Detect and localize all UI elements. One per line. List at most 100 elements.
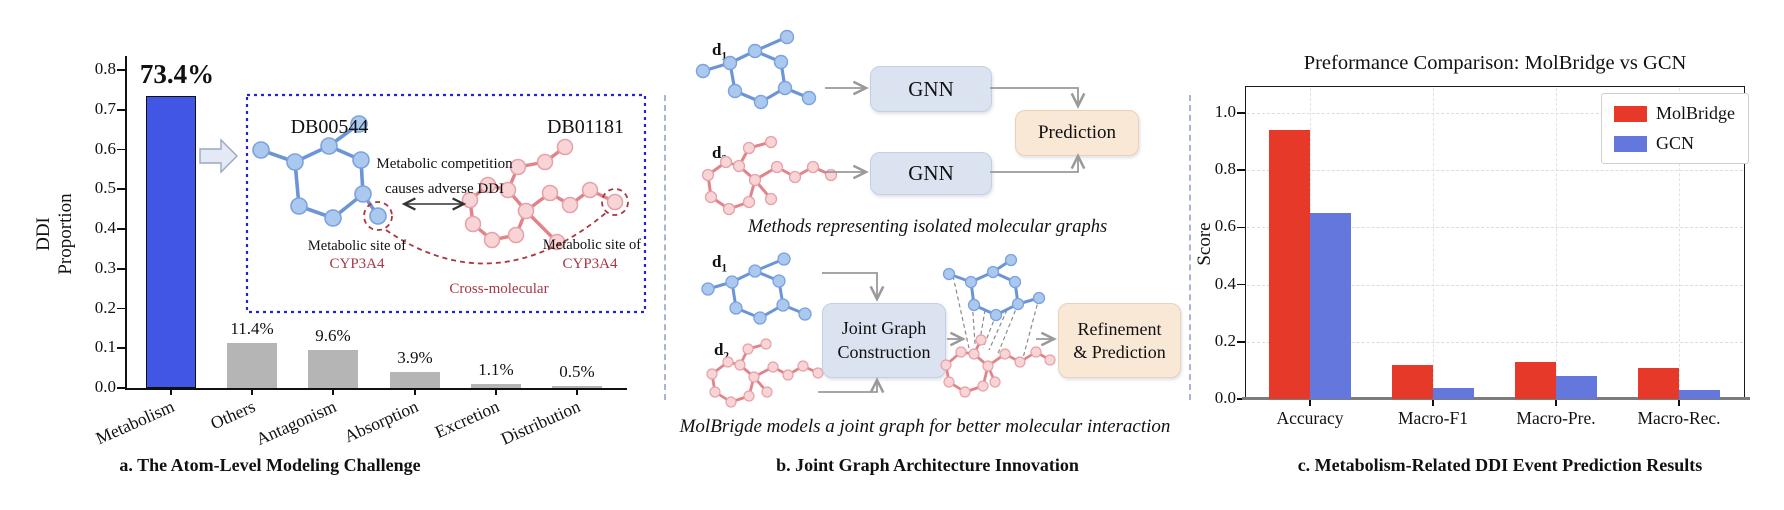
c-ytick-mark — [1237, 341, 1245, 343]
a-y-axis-label: DDI Proportion — [33, 193, 76, 275]
legend-item-gcn: GCN — [1614, 133, 1736, 154]
a-ytick-label: 0.1 — [94, 337, 116, 357]
a-bar-value-label: 1.1% — [478, 359, 514, 379]
c-gridline-v — [1433, 88, 1434, 397]
refinement-prediction-box: Refinement& Prediction — [1058, 303, 1181, 378]
molecule-d1-top — [695, 29, 817, 110]
caption-panel-c: c. Metabolism-Related DDI Event Predicti… — [1297, 455, 1703, 475]
c-gridline-h — [1247, 284, 1743, 286]
competition-text-line1: Metabolic competition — [376, 156, 513, 172]
c-ytick-label: 0.2 — [1214, 330, 1236, 350]
c-xcat-label: Macro-Rec. — [1637, 408, 1721, 428]
molecule-d1-bottom — [701, 252, 812, 325]
c-ytick-label: 0.6 — [1214, 216, 1236, 236]
a-bar-absorption — [390, 372, 440, 388]
a-bar-antagonism — [308, 349, 358, 388]
a-ytick-mark — [117, 188, 125, 191]
a-xtick-mark — [495, 389, 497, 395]
a-ytick-mark — [117, 307, 125, 310]
molecule-d2-bottom — [706, 338, 824, 408]
c-ytick-mark — [1237, 226, 1245, 229]
c-gridline-v — [1556, 88, 1557, 397]
gnn-box-1: GNN — [870, 66, 992, 112]
site2-label: Metabolic site of — [542, 237, 642, 253]
b-top-caption: Methods representing isolated molecular … — [747, 217, 1108, 237]
a-inset-diagram — [245, 93, 647, 314]
a-xtick-mark — [170, 389, 172, 395]
c-bar-gcn-macro-f1 — [1433, 387, 1474, 399]
c-xcat-label: Macro-Pre. — [1516, 408, 1596, 428]
c-ytick-label: 0.0 — [1214, 388, 1236, 407]
d2-label-bottom: d2 — [714, 340, 729, 363]
a-bar-value-label: 0.5% — [559, 362, 595, 381]
c-xcat-label: Accuracy — [1276, 408, 1344, 428]
c-bar-molbridge-macro-pre. — [1515, 361, 1556, 399]
c-xtick-mark — [1678, 400, 1680, 406]
c-gridline-h — [1247, 113, 1743, 114]
c-ytick-mark — [1237, 112, 1245, 114]
d1-label-bottom: d1 — [712, 252, 727, 275]
c-bar-gcn-macro-rec. — [1679, 390, 1720, 399]
c-bar-molbridge-macro-f1 — [1392, 364, 1433, 399]
a-ytick-label: 0.5 — [94, 178, 116, 198]
a-bar-value-label: 3.9% — [397, 348, 433, 368]
c-chart-title: Preformance Comparison: MolBridge vs GCN — [1303, 52, 1687, 74]
a-bar-value-label: 11.4% — [230, 318, 274, 338]
drug1-id: DB00544 — [290, 116, 369, 138]
c-xtick-mark — [1309, 400, 1311, 406]
c-x-axis — [1242, 397, 1750, 400]
a-bar-others — [227, 342, 277, 388]
c-ytick-label: 0.4 — [1214, 273, 1236, 293]
site-circle-2 — [601, 188, 629, 216]
molbridge-label: MolBridge — [1656, 103, 1735, 123]
a-ytick-mark — [117, 69, 125, 71]
c-bar-gcn-accuracy — [1310, 213, 1351, 399]
b-bottom-caption: MolBrigde models a joint graph for bette… — [679, 416, 1171, 437]
gcn-label: GCN — [1656, 133, 1695, 153]
cross-molecular-label: Cross-molecular — [449, 281, 549, 297]
a-ytick-mark — [117, 387, 125, 389]
a-ytick-label: 0.7 — [94, 98, 116, 118]
c-ytick-label: 1.0 — [1214, 102, 1236, 121]
caption-panel-a: a. The Atom-Level Modeling Challenge — [119, 455, 421, 475]
divider-b-c — [1189, 95, 1191, 400]
gnn-box-2: GNN — [870, 152, 992, 195]
molecule-d2-top — [701, 135, 838, 216]
a-xtick-mark — [414, 389, 416, 395]
c-bar-gcn-macro-pre. — [1556, 376, 1597, 399]
molbridge-swatch — [1614, 105, 1647, 122]
flow-arrows — [818, 80, 1086, 394]
d1-label: d1 — [712, 40, 727, 63]
a-ytick-mark — [117, 108, 125, 111]
c-ytick-mark — [1237, 398, 1245, 400]
site-circle-1 — [363, 201, 393, 231]
c-xtick-mark — [1432, 400, 1434, 406]
c-bar-molbridge-macro-rec. — [1638, 367, 1679, 399]
drug2-id: DB01181 — [546, 116, 625, 138]
site1-enzyme: CYP3A4 — [329, 256, 385, 272]
a-ytick-mark — [117, 148, 125, 151]
a-bar-excretion — [471, 383, 521, 388]
a-ytick-label: 0.3 — [94, 257, 116, 277]
c-ytick-mark — [1237, 283, 1245, 286]
a-ytick-label: 0.8 — [94, 59, 116, 78]
legend-item-molbridge: MolBridge — [1614, 103, 1736, 124]
a-bar-value-label: 9.6% — [315, 325, 351, 345]
joint-graph-cluster — [940, 253, 1056, 398]
site2-enzyme: CYP3A4 — [562, 256, 618, 272]
gcn-swatch — [1614, 135, 1647, 152]
block-arrow-icon — [199, 138, 238, 174]
site1-label: Metabolic site of — [307, 238, 407, 254]
a-ytick-mark — [117, 267, 125, 270]
a-bar-metabolism — [146, 96, 196, 388]
a-ytick-mark — [117, 347, 125, 350]
a-xtick-mark — [332, 389, 334, 395]
divider-a-b — [664, 95, 666, 400]
a-bar-value-label: 73.4% — [139, 59, 215, 90]
a-ytick-mark — [117, 228, 125, 230]
c-ytick-mark — [1237, 169, 1245, 171]
a-xtick-mark — [251, 389, 253, 395]
inset-border — [245, 93, 647, 314]
a-x-axis — [125, 388, 627, 390]
